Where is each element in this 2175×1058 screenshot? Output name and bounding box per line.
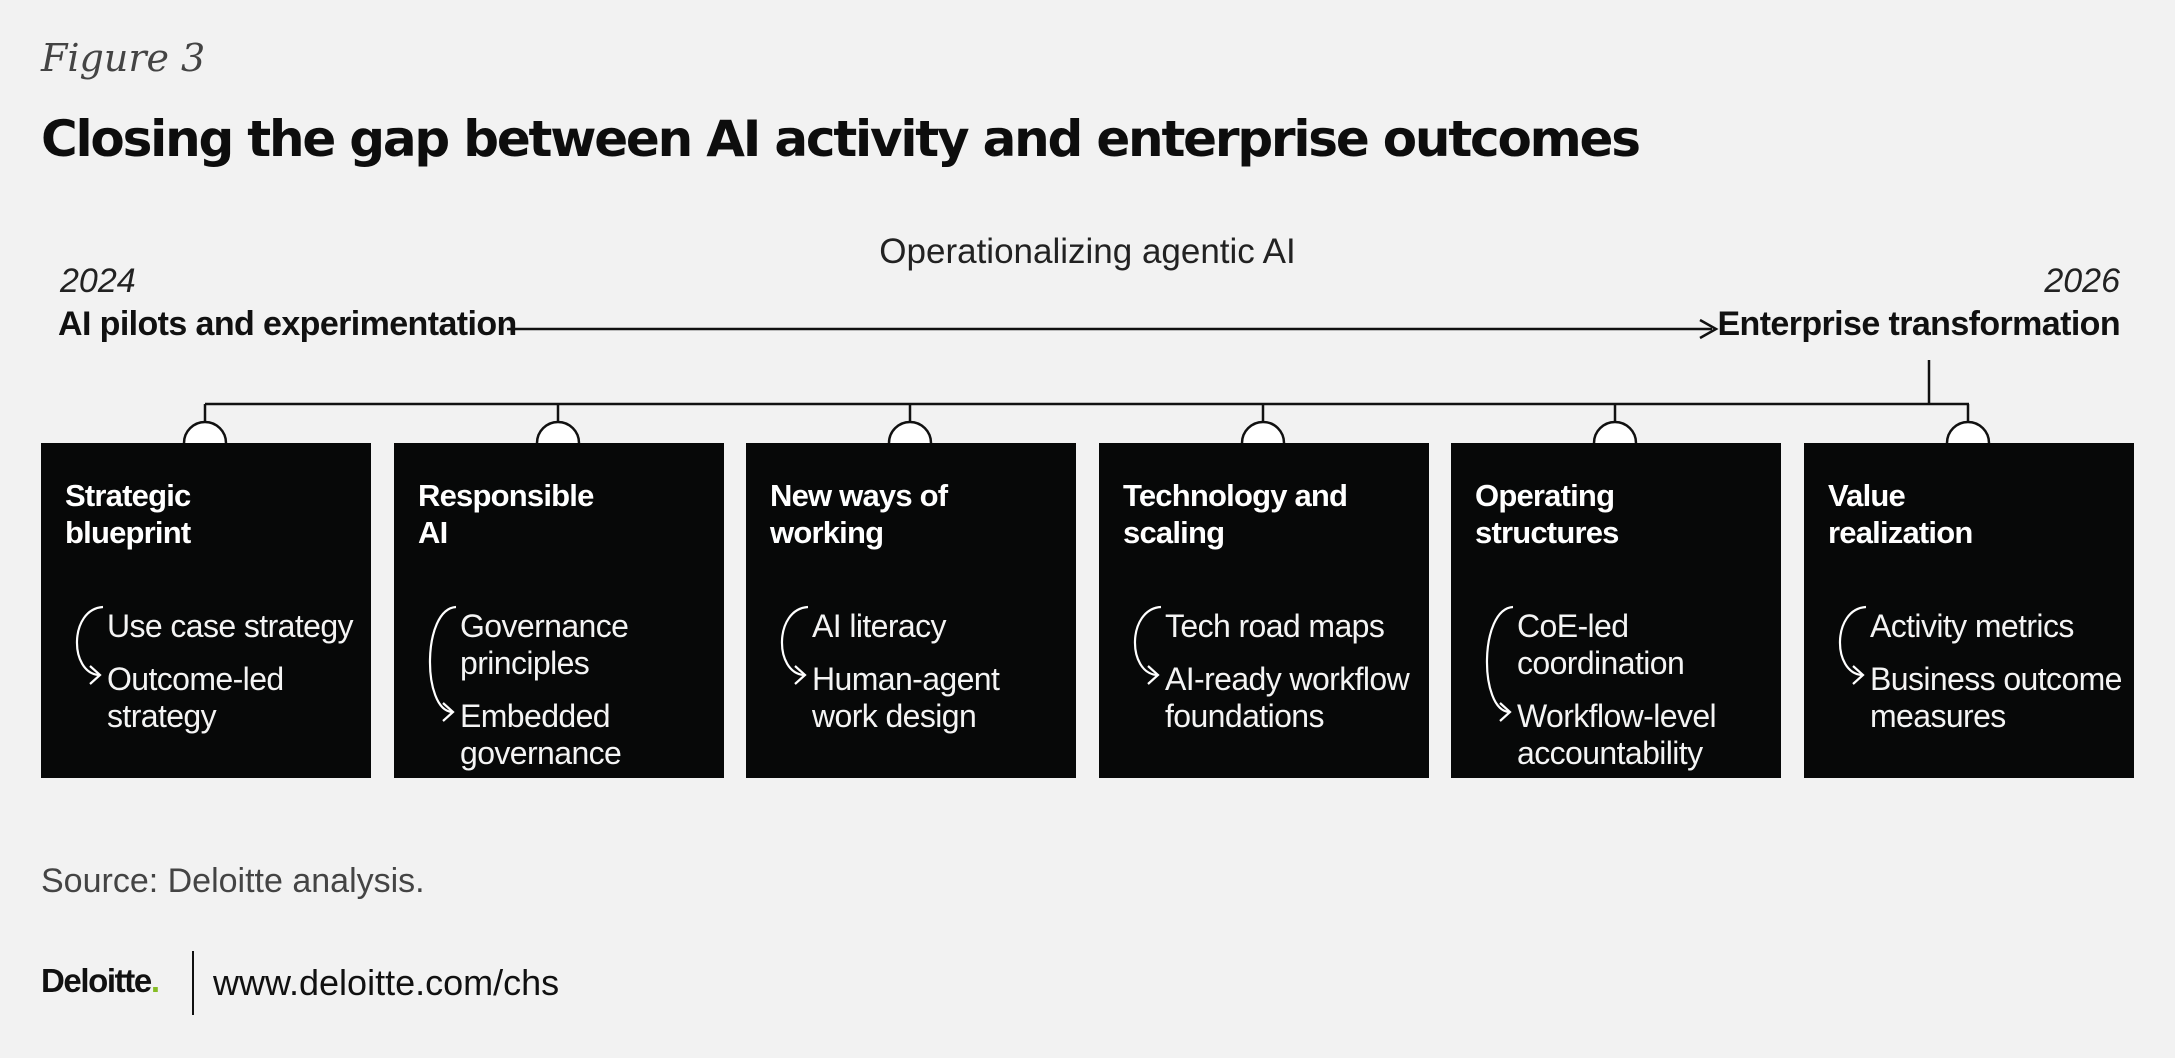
curved-arrow-icon (1838, 605, 1867, 685)
figure-label: Figure 3 (41, 36, 206, 80)
card-from-item: CoE-led coordination (1517, 608, 1685, 681)
logo-dot: . (150, 962, 160, 999)
curved-arrow-icon (1133, 605, 1162, 685)
card-to-item: Embedded governance (460, 698, 622, 771)
card-to-item: Outcome-led strategy (107, 661, 284, 734)
card-title: Technology and scaling (1123, 478, 1348, 550)
card-title: Strategic blueprint (65, 478, 191, 550)
card-to-item: Human-agent work design (812, 661, 1000, 734)
card-from-item: Activity metrics (1870, 608, 2074, 644)
curved-arrow-icon (780, 605, 809, 685)
end-year: 2026 (2044, 262, 2120, 300)
curved-arrow-icon (75, 605, 104, 685)
card-from-item: Tech road maps (1165, 608, 1385, 644)
timeline-arrow-head (1699, 318, 1719, 340)
logo-text: Deloitte (41, 962, 152, 999)
card-from-item: AI literacy (812, 608, 946, 644)
footer-divider (192, 951, 194, 1015)
end-label: Enterprise transformation (1717, 305, 2120, 343)
page-title: Closing the gap between AI activity and … (41, 110, 1641, 168)
timeline-subtitle: Operationalizing agentic AI (879, 232, 1296, 271)
curved-arrow-icon (1485, 605, 1514, 722)
card-title: Operating structures (1475, 478, 1619, 550)
card-from-item: Governance principles (460, 608, 629, 681)
start-year: 2024 (60, 262, 136, 300)
card-title: New ways of working (770, 478, 948, 550)
source-note: Source: Deloitte analysis. (41, 862, 425, 900)
card-title: Value realization (1828, 478, 1973, 550)
card-to-item: AI-ready workflow foundations (1165, 661, 1410, 734)
card-title: Responsible AI (418, 478, 594, 550)
card-from-item: Use case strategy (107, 608, 354, 644)
curved-arrow-icon (428, 605, 457, 722)
card-to-item: Workflow-level accountability (1517, 698, 1717, 771)
footer-url-link[interactable]: www.deloitte.com/chs (213, 962, 560, 1003)
card-to-item: Business outcome measures (1870, 661, 2122, 734)
deloitte-logo: Deloitte. (41, 962, 160, 1000)
start-label: AI pilots and experimentation (58, 305, 517, 343)
